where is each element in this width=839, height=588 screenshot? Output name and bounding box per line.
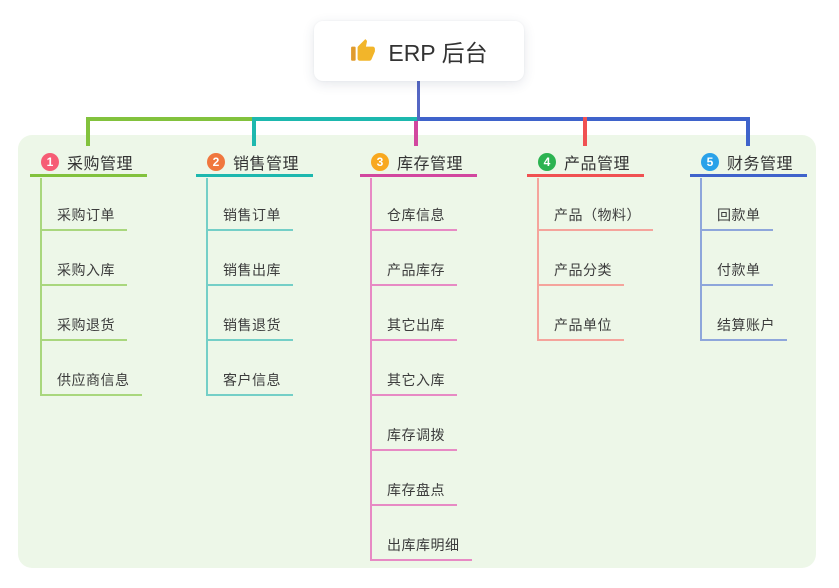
connector-drop (86, 117, 90, 146)
child-node[interactable]: 回款单 (700, 205, 773, 231)
branch-node-4[interactable]: 4 产品管理 (527, 150, 644, 177)
child-node[interactable]: 采购订单 (40, 205, 127, 231)
subtree-line (40, 178, 42, 396)
child-node[interactable]: 产品（物料） (537, 205, 653, 231)
child-node[interactable]: 销售出库 (206, 260, 293, 286)
connector-h-mid (252, 117, 418, 121)
child-node[interactable]: 销售订单 (206, 205, 293, 231)
child-node[interactable]: 采购退货 (40, 315, 127, 341)
child-node[interactable]: 库存调拨 (370, 425, 457, 451)
branch-label: 产品管理 (564, 156, 631, 173)
child-node[interactable]: 产品分类 (537, 260, 624, 286)
branch-node-3[interactable]: 3 库存管理 (360, 150, 477, 177)
branch-index-badge: 1 (41, 153, 59, 171)
branch-node-1[interactable]: 1 采购管理 (30, 150, 147, 177)
child-node[interactable]: 库存盘点 (370, 480, 457, 506)
root-node[interactable]: ERP 后台 (314, 21, 524, 81)
subtree-line (700, 178, 702, 341)
child-node[interactable]: 其它出库 (370, 315, 457, 341)
root-label: ERP 后台 (388, 40, 488, 66)
child-node[interactable]: 产品库存 (370, 260, 457, 286)
branch-node-5[interactable]: 5 财务管理 (690, 150, 807, 177)
branch-label: 采购管理 (67, 156, 134, 173)
branch-index-badge: 5 (701, 153, 719, 171)
connector-drop (252, 117, 256, 146)
branch-label: 库存管理 (397, 156, 464, 173)
branch-node-2[interactable]: 2 销售管理 (196, 150, 313, 177)
root-connector (416, 81, 420, 121)
branch-label: 销售管理 (233, 156, 300, 173)
branch-index-badge: 3 (371, 153, 389, 171)
connector-h-left (86, 117, 254, 121)
child-node[interactable]: 供应商信息 (40, 370, 142, 396)
subtree-line (537, 178, 539, 341)
branch-index-badge: 4 (538, 153, 556, 171)
branches-panel (18, 135, 816, 568)
child-node[interactable]: 采购入库 (40, 260, 127, 286)
branch-index-badge: 2 (207, 153, 225, 171)
connector-drop (583, 117, 587, 146)
child-node[interactable]: 仓库信息 (370, 205, 457, 231)
child-node[interactable]: 产品单位 (537, 315, 624, 341)
subtree-line (206, 178, 208, 396)
child-node[interactable]: 结算账户 (700, 315, 787, 341)
child-node[interactable]: 出库库明细 (370, 535, 472, 561)
connector-drop (746, 117, 750, 146)
connector-drop (414, 120, 418, 146)
child-node[interactable]: 付款单 (700, 260, 773, 286)
child-node[interactable]: 其它入库 (370, 370, 457, 396)
child-node[interactable]: 销售退货 (206, 315, 293, 341)
thumbs-up-icon (350, 38, 376, 64)
subtree-line (370, 178, 372, 561)
branch-label: 财务管理 (727, 156, 794, 173)
child-node[interactable]: 客户信息 (206, 370, 293, 396)
